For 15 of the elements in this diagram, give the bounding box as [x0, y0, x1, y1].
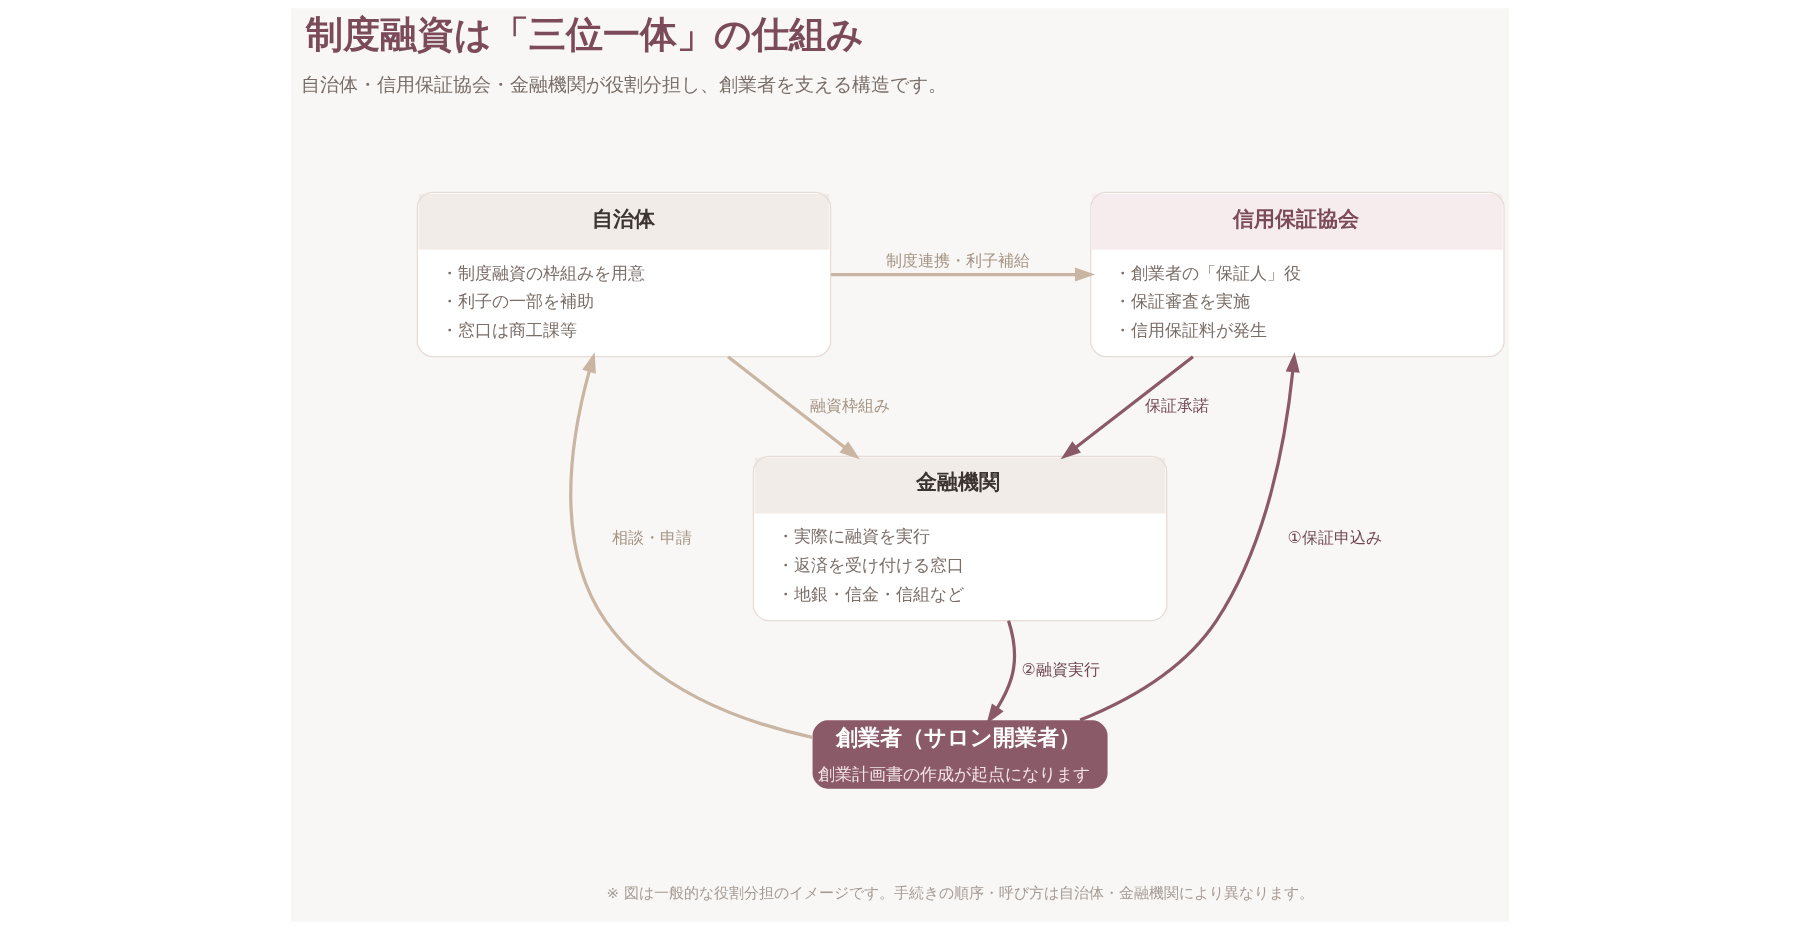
- arrow: [1060, 355, 1194, 460]
- arrow: [569, 352, 813, 739]
- edge-label: 融資枠組み: [810, 395, 891, 415]
- label: ※ 図は一般的な役割分担のイメージです。手続きの順序・呼び方は自治体・金融機関により異なります。: [606, 884, 1314, 903]
- edge-label: ①保証申込み: [1287, 527, 1382, 547]
- edge-label: 保証承諾: [1145, 395, 1210, 415]
- edge-label: 制度連携・利子補給: [886, 251, 1031, 271]
- arrow: [727, 355, 860, 460]
- node-box: 創業者（サロン開業者） 創業計画書の作成が起点になります: [812, 720, 1108, 789]
- arrow: [1079, 352, 1300, 722]
- edge-label: ②融資実行: [1021, 659, 1101, 679]
- edge-label: 相談・申請: [611, 527, 692, 547]
- arrow: [831, 267, 1096, 282]
- label: 自治体・信用保証協会・金融機関が役割分担し、創業者を支える構造です。: [300, 73, 947, 95]
- diagram-title: 制度融資は「三位一体」の仕組み: [305, 11, 864, 56]
